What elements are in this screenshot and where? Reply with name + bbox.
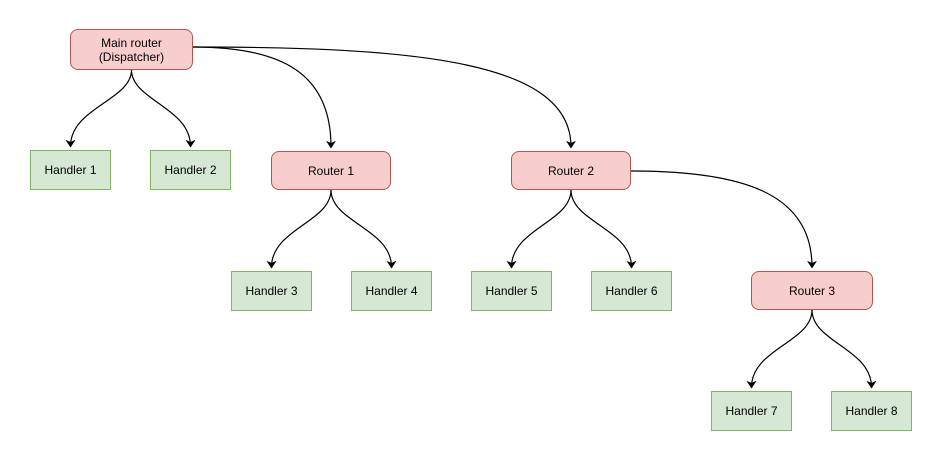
- edge-main-to-handler-1: [65, 69, 133, 148]
- edge-router-2-to-handler-5: [506, 189, 572, 269]
- node-handler-1[interactable]: Handler 1: [30, 150, 111, 190]
- node-label-handler-2: Handler 2: [164, 163, 217, 177]
- node-handler-8[interactable]: Handler 8: [831, 391, 912, 431]
- node-label-router-2: Router 2: [547, 163, 595, 178]
- node-label-router-3: Router 3: [788, 283, 836, 298]
- edge-router-3-to-handler-7: [746, 309, 813, 389]
- node-label-main-router: Main router (Dispatcher): [98, 35, 165, 64]
- edge-router-1-to-handler-4: [330, 189, 397, 269]
- node-label-handler-5: Handler 5: [485, 284, 538, 298]
- node-handler-6[interactable]: Handler 6: [591, 271, 672, 311]
- edge-router-2-to-router-3: [630, 170, 817, 269]
- edge-router-3-to-handler-8: [811, 309, 877, 389]
- node-handler-7[interactable]: Handler 7: [711, 391, 792, 431]
- node-label-handler-8: Handler 8: [845, 404, 898, 418]
- node-router-1[interactable]: Router 1: [271, 151, 391, 190]
- edge-main-to-handler-2: [130, 69, 196, 148]
- node-label-handler-7: Handler 7: [725, 404, 778, 418]
- node-handler-2[interactable]: Handler 2: [150, 150, 231, 190]
- node-handler-4[interactable]: Handler 4: [351, 271, 432, 311]
- node-main-router[interactable]: Main router (Dispatcher): [70, 29, 193, 70]
- node-label-handler-6: Handler 6: [605, 284, 658, 298]
- edges-group: [65, 46, 877, 389]
- edge-router-2-to-handler-6: [570, 189, 637, 269]
- node-router-2[interactable]: Router 2: [511, 151, 631, 190]
- edge-router-1-to-handler-3: [266, 189, 332, 269]
- node-label-router-1: Router 1: [307, 163, 355, 178]
- node-label-handler-1: Handler 1: [44, 163, 97, 177]
- edge-main-to-router-2: [192, 46, 576, 149]
- node-label-handler-4: Handler 4: [365, 284, 418, 298]
- node-handler-3[interactable]: Handler 3: [231, 271, 312, 311]
- node-label-handler-3: Handler 3: [245, 284, 298, 298]
- node-handler-5[interactable]: Handler 5: [471, 271, 552, 311]
- edge-main-to-router-1: [192, 46, 336, 149]
- node-router-3[interactable]: Router 3: [751, 271, 873, 310]
